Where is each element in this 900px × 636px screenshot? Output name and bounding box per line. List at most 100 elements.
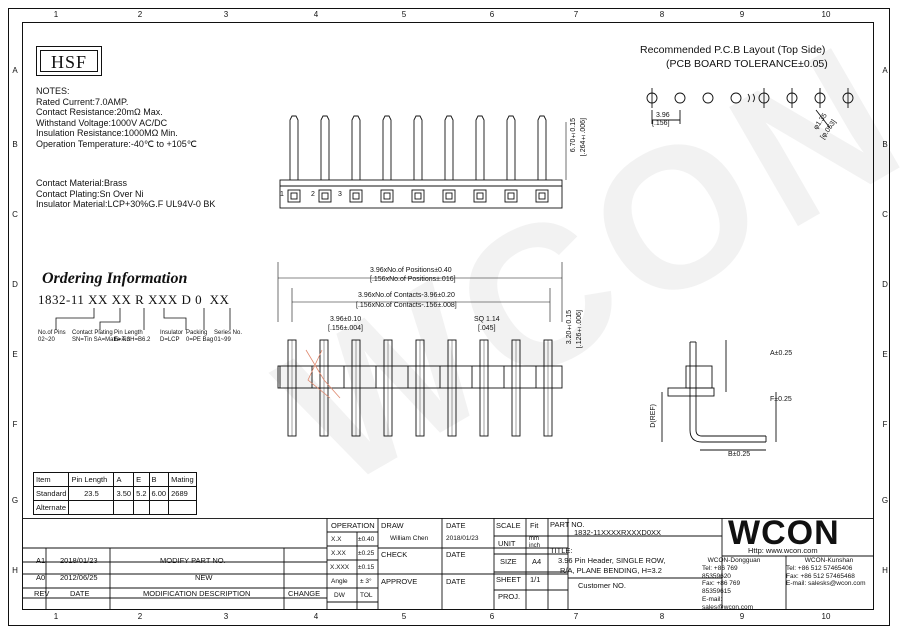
contact-line: WCON-Dongguan: [707, 557, 761, 564]
op-key: Angle: [331, 578, 348, 585]
unit-label: UNIT: [498, 539, 516, 548]
dim-tail: 3.20±0.15: [566, 310, 573, 345]
dim-side-b: B±0.25: [728, 451, 751, 458]
table-cell: [133, 500, 150, 515]
approve-label: APPROVE: [381, 577, 418, 586]
zone-label: G: [11, 496, 19, 505]
zone-label: B: [12, 140, 18, 149]
title-line1: 3.96 Pin Header, SINGLE ROW,: [558, 556, 666, 565]
dim-tail-inch: [.126±.006]: [576, 310, 583, 349]
zone-label: 10: [821, 612, 831, 621]
date-label: DATE: [446, 550, 466, 559]
dim-side-a: A±0.25: [770, 350, 793, 357]
table-header-row: Item Pin Length A E B Mating: [32, 472, 197, 487]
dim-positions-inch: [.156xNo.of Positions±.016]: [370, 276, 456, 283]
zone-label: 9: [739, 10, 745, 19]
legend-value: 01~99: [214, 337, 231, 343]
table-row: Standard 23.5 3.50 5.2 6.00 2689: [32, 486, 197, 501]
dongguan-contact: WCON-Dongguan Tel: +86 769 85359620 Fax:…: [702, 557, 766, 612]
date-label: DATE: [446, 521, 466, 530]
scale-label: SCALE: [496, 521, 521, 530]
rev-row-date: 2012/06/25: [60, 573, 98, 582]
legend-series: Series No.01~99: [214, 330, 254, 344]
zone-label: 3: [223, 10, 229, 19]
scale-value: Fit: [530, 521, 539, 530]
zone-label: 5: [401, 10, 407, 19]
op-key: X.XX: [331, 550, 346, 557]
note-line: Insulation Resistance:1000MΩ Min.: [36, 128, 178, 138]
op-key: X.X: [331, 536, 342, 543]
zone-label: D: [882, 280, 888, 289]
contact-line: E-mail: sales@wcon.com: [702, 595, 754, 611]
side-view-drawing: [661, 340, 777, 451]
ordering-heading: Ordering Information: [42, 270, 188, 287]
zone-label: 1: [53, 612, 59, 621]
rev-row-desc: MODIFY PART NO.: [160, 556, 226, 565]
legend-label: Packing: [186, 330, 208, 336]
title-block-grid: [22, 518, 874, 610]
dim-side-f: F±0.25: [770, 396, 792, 403]
rev-header-change: CHANGE: [288, 589, 321, 598]
pcb-hole-pattern: [646, 88, 854, 129]
table-cell: [168, 500, 197, 515]
zone-label: H: [12, 566, 18, 575]
zone-label: F: [12, 420, 18, 429]
dim-height-inch: [.264±.006]: [580, 118, 587, 157]
table-cell: Standard: [32, 486, 70, 501]
ordering-part-number: 1832-11 XX XX R XXX D 0 XX: [38, 292, 230, 307]
dim-square-inch: [.045]: [478, 325, 496, 332]
outer-border: [8, 8, 890, 626]
zone-label: 5: [401, 612, 407, 621]
pin-number-2: 2: [311, 191, 315, 198]
op-val: ±0.25: [358, 550, 375, 557]
front-view-drawing: [277, 262, 563, 437]
drawer-name: William Chen: [390, 535, 429, 542]
dim-contacts-inch: [.156xNo.of Contacts-.156±.008]: [356, 302, 457, 309]
proj-label: PROJ.: [498, 592, 521, 601]
table-header: A: [113, 472, 135, 487]
rev-row-rev: A0: [36, 573, 46, 582]
unit-value: mm inch: [529, 536, 541, 549]
table-cell: [113, 500, 135, 515]
rev-header-date: DATE: [70, 589, 90, 598]
contact-line: Fax: +86 512 57465468: [786, 572, 855, 580]
zone-label: 9: [739, 612, 745, 621]
rev-header-desc: MODIFICATION DESCRIPTION: [143, 589, 251, 598]
top-view-drawing: [279, 115, 567, 209]
table-header: Pin Length: [68, 472, 115, 487]
legend-value: SN=Tin SA=Matte Tin: [72, 337, 130, 343]
zone-label: A: [12, 66, 18, 75]
dim-square: SQ 1.14: [474, 316, 500, 323]
op-val: ±0.15: [358, 564, 375, 571]
dim-pitch: 3.96±0.10: [330, 316, 362, 323]
sheet-label: SHEET: [496, 575, 522, 584]
table-row: Alternate: [32, 500, 197, 515]
date-label: DATE: [446, 577, 466, 586]
zone-label: E: [882, 350, 888, 359]
pcb-layout-title: Recommended P.C.B Layout (Top Side): [640, 44, 826, 56]
zone-label: 7: [573, 612, 579, 621]
zone-label: H: [882, 566, 888, 575]
legend-value: E=A 3H=B6.2: [114, 337, 151, 343]
zone-label: B: [882, 140, 888, 149]
dim-height: 6.70±0.15: [570, 118, 577, 153]
rev-row-desc: NEW: [195, 573, 213, 582]
contact-line: WCON-Kunshan: [804, 557, 854, 564]
zone-label: C: [882, 210, 888, 219]
size-label: SIZE: [500, 557, 517, 566]
legend-label: No.of Pins: [38, 330, 66, 336]
dim-contacts: 3.96xNo.of Contacts-3.96±0.20: [358, 292, 455, 299]
legend-value: 02~20: [38, 337, 55, 343]
material-line: Contact Plating:Sn Over Ni: [36, 188, 144, 199]
title-line2: R/A, PLANE BENDING, H=3.2: [560, 566, 662, 575]
note-line: Withstand Voltage:1000V AC/DC: [36, 117, 168, 128]
note-line: Contact Resistance:20mΩ Max.: [36, 107, 163, 117]
op-footer: TOL: [360, 592, 373, 599]
zone-label: C: [12, 210, 18, 219]
pcb-pitch: 3.96: [656, 112, 670, 119]
zone-label: 6: [489, 612, 495, 621]
table-cell: 3.50: [113, 486, 135, 501]
legend-value: 0=PE Bag: [186, 337, 214, 343]
